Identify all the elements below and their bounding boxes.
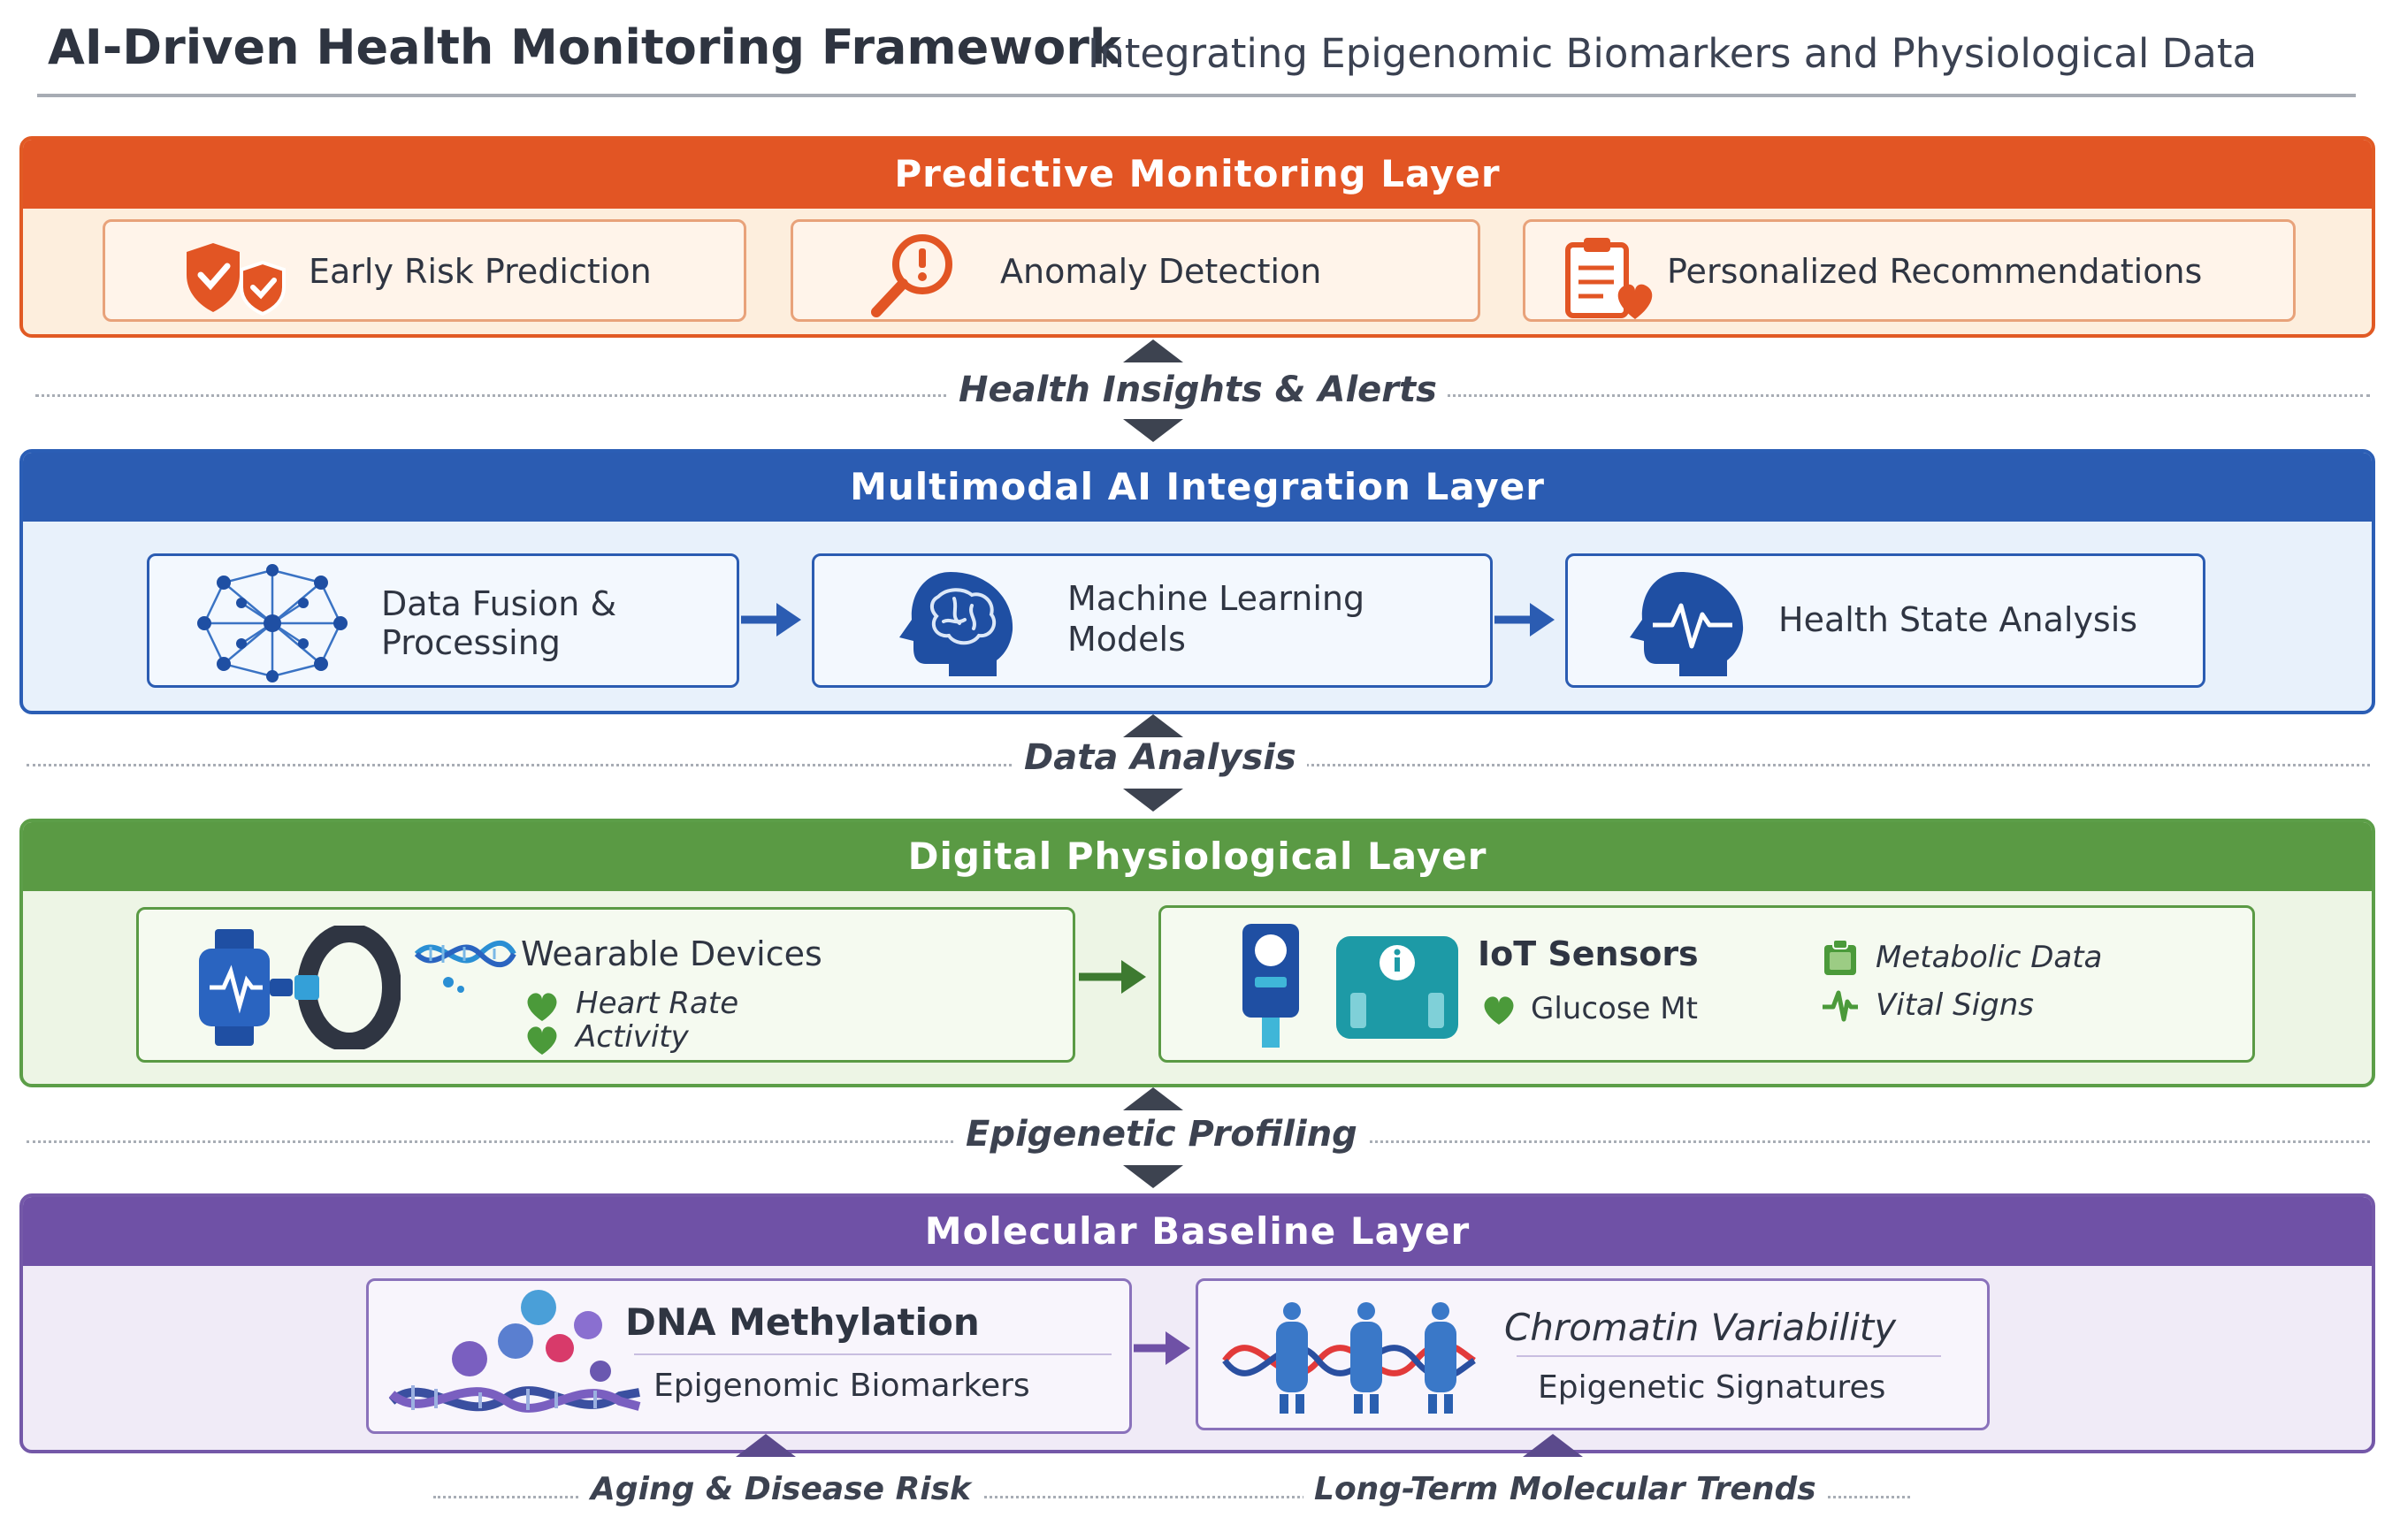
shield-check-icon (187, 243, 286, 316)
layer-title: Molecular Baseline Layer (23, 1197, 2372, 1266)
card-health-state-analysis: Health State Analysis (1565, 553, 2205, 688)
heart-icon (527, 1026, 557, 1055)
card-subtitle: Epigenomic Biomarkers (654, 1368, 1030, 1404)
up-arrow-icon (1123, 339, 1183, 362)
dna-sensor-icon (414, 941, 516, 993)
flow-arrow-icon (741, 603, 801, 637)
flow-arrow-icon (1079, 960, 1146, 994)
heart-icon (527, 993, 557, 1021)
card-label: Health State Analysis (1778, 600, 2138, 639)
title-divider (37, 94, 2356, 97)
clipboard-heart-icon (1565, 238, 1653, 319)
down-arrow-icon (1123, 419, 1183, 442)
fitness-band-icon (294, 926, 401, 1049)
card-chromatin-variability: Chromatin Variability Epigenetic Signatu… (1196, 1278, 1990, 1430)
card-title: Chromatin Variability (1504, 1306, 1897, 1349)
up-arrow-icon (1523, 1434, 1583, 1457)
up-arrow-icon (1123, 1087, 1183, 1110)
flow-arrow-icon (1134, 1331, 1190, 1365)
dotted-divider (433, 1496, 1910, 1498)
brain-head-icon (899, 572, 1013, 676)
card-subtitle: Epigenetic Signatures (1538, 1369, 1886, 1406)
layer-title: Digital Physiological Layer (23, 822, 2372, 891)
card-label: Wearable Devices (521, 934, 822, 973)
smart-scale-icon (1336, 936, 1458, 1039)
vital-signs-icon (1823, 990, 1858, 1022)
connector-aging-disease: Aging & Disease Risk (580, 1471, 982, 1507)
heartbeat-head-icon (1630, 572, 1744, 676)
chromatin-icon (1222, 1302, 1476, 1414)
card-label-line2: Processing (381, 623, 561, 662)
card-label: IoT Sensors (1478, 934, 1699, 973)
connector-molecular-trends: Long-Term Molecular Trends (1303, 1471, 1827, 1507)
down-arrow-icon (1123, 1165, 1183, 1188)
up-arrow-icon (736, 1434, 796, 1457)
up-arrow-icon (1123, 714, 1183, 737)
card-iot-sensors: IoT Sensors Glucose Mt Metabolic Data Vi… (1158, 905, 2255, 1063)
page-subtitle: Integrating Epigenomic Biomarkers and Ph… (1088, 30, 2258, 77)
magnifier-alert-icon (871, 234, 952, 317)
dna-molecules-icon (388, 1290, 641, 1413)
flow-arrow-icon (1494, 603, 1555, 637)
connector-health-insights: Health Insights & Alerts (948, 370, 1448, 410)
card-label-line1: Machine Learning (1067, 579, 1365, 618)
card-machine-learning: Machine Learning Models (812, 553, 1493, 688)
card-label-line2: Models (1067, 620, 1186, 659)
layer-title: Multimodal AI Integration Layer (23, 453, 2372, 522)
card-label-line1: Data Fusion & (381, 584, 617, 623)
card-personalized-recommendations: Personalized Recommendations (1523, 219, 2296, 322)
card-label: Personalized Recommendations (1667, 252, 2203, 291)
metabolic-data-icon (1824, 939, 1856, 975)
card-wearable-devices: Wearable Devices Heart Rate Activity (136, 907, 1075, 1063)
down-arrow-icon (1123, 789, 1183, 812)
wearable-item-activity: Activity (576, 1019, 689, 1055)
card-label: Early Risk Prediction (309, 252, 652, 291)
iot-item-vitals: Vital Signs (1876, 987, 2034, 1023)
iot-item-metabolic: Metabolic Data (1876, 940, 2103, 975)
page-title: AI-Driven Health Monitoring Framework (48, 19, 1121, 75)
glucose-meter-icon (1242, 924, 1299, 1048)
card-dna-methylation: DNA Methylation Epigenomic Biomarkers (366, 1278, 1132, 1434)
connector-data-analysis: Data Analysis (1013, 737, 1307, 778)
wearable-item-heart-rate: Heart Rate (576, 986, 739, 1021)
layer-title: Predictive Monitoring Layer (23, 140, 2372, 209)
card-divider (634, 1353, 1112, 1355)
neural-network-icon (197, 564, 348, 682)
card-label: Anomaly Detection (1000, 252, 1322, 291)
heart-icon (1484, 996, 1514, 1025)
connector-epigenetic-profiling: Epigenetic Profiling (955, 1114, 1368, 1155)
card-title: DNA Methylation (625, 1300, 980, 1344)
card-anomaly-detection: Anomaly Detection (791, 219, 1480, 322)
iot-item-glucose: Glucose Mt (1531, 991, 1698, 1026)
card-data-fusion: Data Fusion & Processing (147, 553, 739, 688)
card-early-risk-prediction: Early Risk Prediction (103, 219, 746, 322)
card-divider (1517, 1355, 1941, 1357)
smartwatch-icon (199, 929, 293, 1046)
